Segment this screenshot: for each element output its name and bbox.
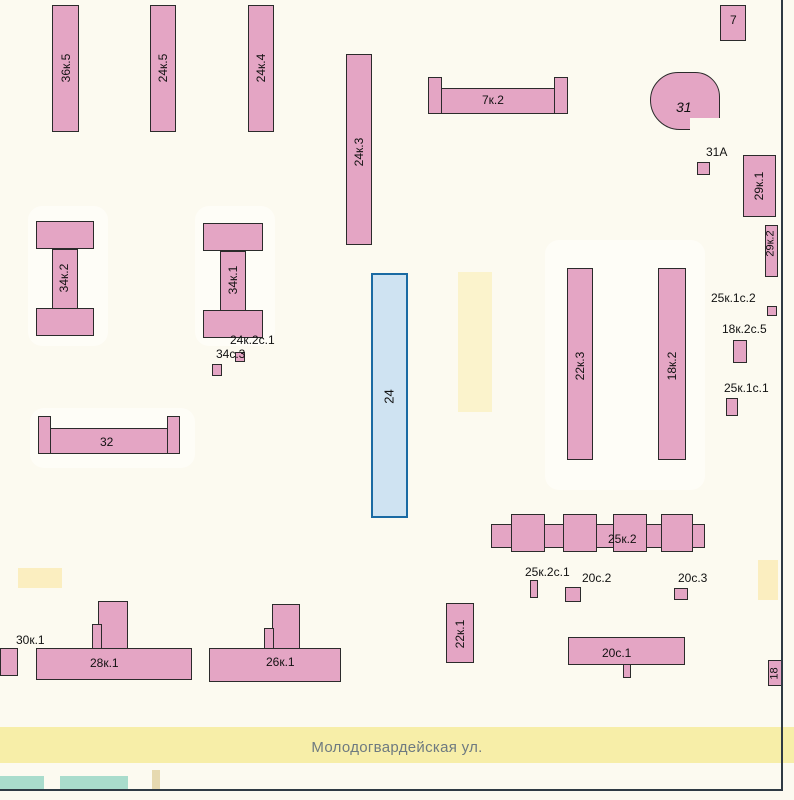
building-34k1-wing — [203, 310, 263, 338]
building-34k1-wing — [220, 251, 246, 311]
building-29k2[interactable] — [765, 225, 778, 277]
building-label: 30к.1 — [16, 633, 45, 647]
building-24k5[interactable] — [150, 5, 176, 132]
building-29k1[interactable] — [743, 155, 776, 217]
building-label: 25к.1с.2 — [711, 291, 756, 305]
building-24k2c1[interactable] — [235, 352, 245, 362]
building-label: 28к.1 — [90, 656, 119, 670]
building-20c2[interactable] — [565, 587, 581, 602]
building-24k3[interactable] — [346, 54, 372, 245]
building-25k1c1[interactable] — [726, 398, 738, 416]
building-32[interactable] — [38, 428, 180, 454]
building-label: 20с.2 — [582, 571, 612, 585]
building-7k2-wing — [554, 77, 568, 114]
bottom-strip — [0, 776, 44, 790]
building-18k2c5[interactable] — [733, 340, 747, 363]
building-22k3[interactable] — [567, 268, 593, 460]
building-label: 7к.2 — [482, 93, 504, 107]
building-31A[interactable] — [697, 162, 710, 175]
building-31-notch — [690, 118, 720, 132]
building-25k2-segment — [661, 514, 693, 552]
building-label: 22к.3 — [573, 351, 587, 381]
building-7k2-wing — [428, 77, 442, 114]
building-7[interactable] — [720, 5, 746, 41]
building-18k2[interactable] — [658, 268, 686, 460]
building-label: 29к.2 — [764, 230, 777, 257]
building-label: 20с.3 — [678, 571, 708, 585]
building-26k1-wing — [264, 628, 274, 649]
building-25k2c1[interactable] — [530, 580, 538, 598]
building-34k2[interactable] — [36, 221, 94, 249]
building-36k5[interactable] — [52, 5, 79, 132]
building-32-wing — [167, 416, 180, 454]
building-label: 29к.1 — [752, 171, 766, 201]
building-label: 20с.1 — [602, 646, 632, 660]
building-label: 24к.2с.1 — [230, 333, 275, 347]
building-label: 18к.2 — [665, 351, 679, 381]
building-label: 34к.2 — [57, 263, 71, 293]
building-20c1[interactable] — [568, 637, 685, 665]
street — [0, 727, 794, 763]
building-7k2[interactable] — [428, 88, 568, 114]
building-label: 31А — [706, 145, 728, 159]
building-34k2-wing — [36, 308, 94, 336]
building-25k1c2[interactable] — [767, 306, 777, 316]
building-label: 22к.1 — [453, 619, 467, 649]
yellow-area — [18, 568, 62, 588]
building-22k1[interactable] — [446, 603, 474, 663]
yellow-area — [758, 560, 778, 600]
building-label: 32 — [100, 435, 114, 449]
building-label: 18к.2с.5 — [722, 322, 767, 336]
building-34k1[interactable] — [203, 223, 263, 251]
building-label: 7 — [730, 13, 737, 27]
building-25k2-segment — [563, 514, 597, 552]
building-32-wing — [38, 416, 51, 454]
building-label: 26к.1 — [266, 655, 295, 669]
building-24[interactable] — [371, 273, 408, 518]
building-28k1-wing — [98, 601, 128, 649]
building-label: 25к.1с.1 — [724, 381, 769, 395]
building-25k2-segment — [613, 514, 647, 552]
building-label: 24 — [381, 389, 397, 404]
map-frame — [0, 789, 783, 791]
bottom-strip — [152, 770, 160, 790]
building-label: 25к.2 — [608, 532, 637, 546]
building-label: 24к.3 — [352, 137, 366, 167]
building-label: 24к.5 — [156, 53, 170, 83]
bottom-strip — [60, 776, 128, 790]
building-30k1[interactable] — [0, 648, 18, 676]
building-label: 36к.5 — [59, 53, 73, 83]
building-20c1-wing — [623, 664, 631, 678]
building-34c3[interactable] — [212, 364, 222, 376]
street-label: Молодогвардейская ул. — [311, 739, 483, 756]
building-label: 31 — [676, 99, 692, 115]
building-label: 34к.1 — [226, 265, 240, 295]
building-label: 34с.3 — [216, 347, 246, 361]
building-28k1-wing — [92, 624, 102, 649]
building-label: 25к.2с.1 — [525, 565, 570, 579]
building-label: 18 — [768, 667, 781, 680]
building-26k1-wing — [272, 604, 300, 649]
yellow-area — [458, 272, 492, 412]
building-24k4[interactable] — [248, 5, 274, 132]
building-25k2-segment — [511, 514, 545, 552]
building-label: 24к.4 — [254, 53, 268, 83]
map-frame — [781, 0, 783, 790]
building-20c3[interactable] — [674, 588, 688, 600]
